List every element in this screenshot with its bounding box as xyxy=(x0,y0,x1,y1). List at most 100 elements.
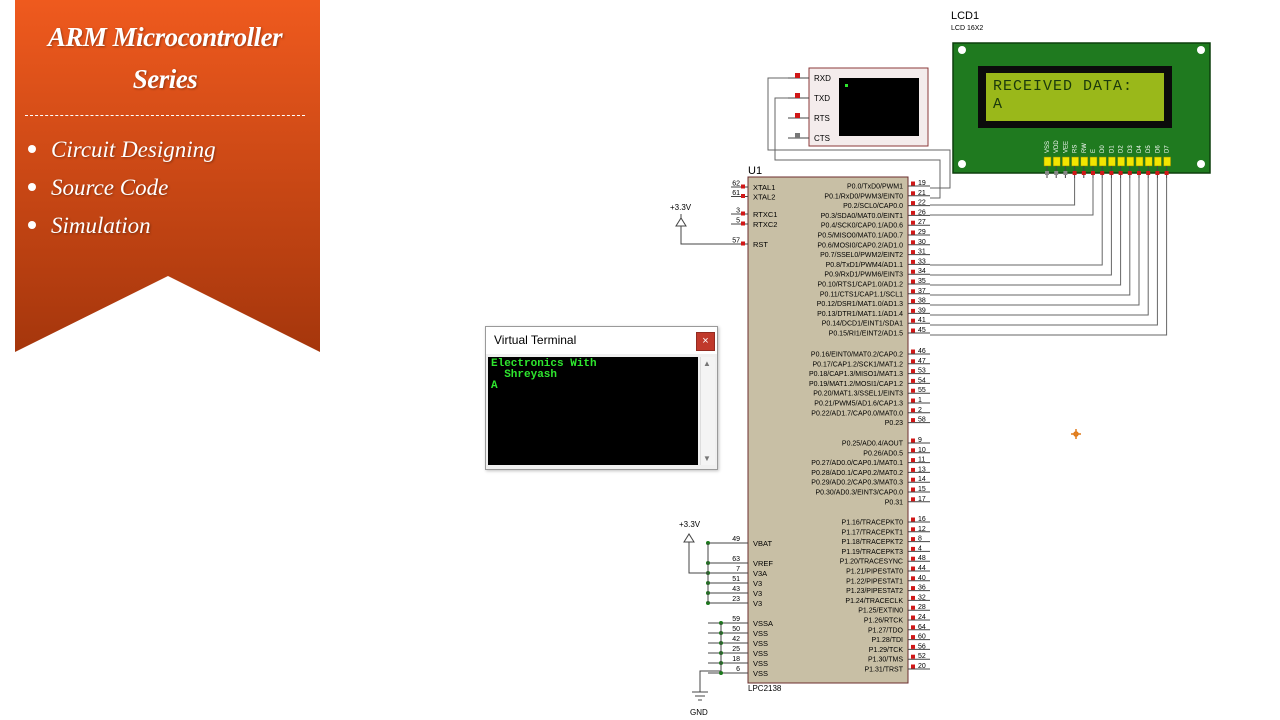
lcd-module[interactable] xyxy=(952,42,1211,174)
pin-name: V3 xyxy=(753,579,762,588)
pin-number: 17 xyxy=(918,496,926,503)
pin-name: P0.21/PWM5/AD1.6/CAP1.3 xyxy=(814,401,903,408)
pin-number: 18 xyxy=(732,656,740,663)
pin-marker xyxy=(911,654,915,659)
bullet-item: Source Code xyxy=(28,175,168,201)
bullet-dot-icon xyxy=(28,144,36,153)
pin-marker xyxy=(911,349,915,354)
pin-name: P0.28/AD0.1/CAP0.2/MAT0.2 xyxy=(811,470,903,477)
pin-name: P1.20/TRACESYNC xyxy=(840,559,903,566)
pin-number: 59 xyxy=(732,616,740,623)
pin-number: 37 xyxy=(918,288,926,295)
pin-name: P1.19/TRACEPKT3 xyxy=(842,549,904,556)
pin-marker xyxy=(911,328,915,333)
lcd-pin-name: D0 xyxy=(1100,145,1106,153)
lcd-mount-hole xyxy=(958,46,966,54)
pin-marker xyxy=(795,133,800,138)
pin-name: P0.2/SCL0/CAP0.0 xyxy=(843,203,903,210)
pin-marker xyxy=(911,318,915,323)
pin-number: 14 xyxy=(918,476,926,483)
pin-marker xyxy=(911,477,915,482)
bullet-dot-icon xyxy=(28,182,36,191)
pin-name: P0.22/AD1.7/CAP0.0/MAT0.0 xyxy=(811,410,903,417)
wire xyxy=(930,178,1149,316)
uart-wires xyxy=(767,77,951,199)
pin-name: RST xyxy=(753,240,768,249)
bullet-item: Simulation xyxy=(28,213,151,239)
pin-name: P0.19/MAT1.2/MOSI1/CAP1.2 xyxy=(809,381,903,388)
terminal-line: Shreyash xyxy=(491,369,558,381)
lcd-pin-name: D6 xyxy=(1155,145,1161,153)
pin-name: P0.9/RxD1/PWM6/EINT3 xyxy=(824,272,903,279)
pin-name: P1.22/PIPESTAT1 xyxy=(846,578,903,585)
lcd-pin-marker xyxy=(1137,171,1141,175)
lcd-pin-marker xyxy=(1045,171,1049,175)
mcu-part-label: LPC2138 xyxy=(748,684,782,693)
pin-name: P1.18/TRACEPKT2 xyxy=(842,539,904,546)
lcd-pin-pad xyxy=(1144,156,1153,167)
wire xyxy=(930,178,1103,266)
scroll-down-icon[interactable]: ▼ xyxy=(703,454,711,463)
scroll-up-icon[interactable]: ▲ xyxy=(703,359,711,368)
pin-number: 64 xyxy=(918,624,926,631)
pin-marker xyxy=(911,289,915,294)
bullet-label: Simulation xyxy=(51,213,151,238)
lcd-pin-name: D3 xyxy=(1128,145,1134,153)
pin-name: P1.21/PIPESTAT0 xyxy=(846,569,903,576)
lcd-pin-name: VDD xyxy=(1054,140,1060,153)
pin-name: P0.30/AD0.3/EINT3/CAP0.0 xyxy=(815,490,903,497)
pin-number: 61 xyxy=(732,190,740,197)
virtual-terminal-window[interactable]: Virtual Terminal × Electronics With Shre… xyxy=(485,326,718,470)
pin-marker xyxy=(741,194,745,198)
close-icon[interactable]: × xyxy=(696,332,715,351)
pin-name: P1.28/TDI xyxy=(871,637,903,644)
pin-number: 57 xyxy=(732,238,740,245)
pin-number: 24 xyxy=(918,614,926,621)
pin-number: 9 xyxy=(918,437,922,444)
pin-name: P1.30/TMS xyxy=(868,657,903,664)
pin-number: 27 xyxy=(918,219,926,226)
wire xyxy=(930,178,1140,306)
pin-name: P0.27/AD0.0/CAP0.1/MAT0.1 xyxy=(811,460,903,467)
pin-number: 50 xyxy=(732,626,740,633)
pin-name: VSS xyxy=(753,669,768,678)
virtual-terminal-component[interactable] xyxy=(808,67,929,147)
pin-name: VREF xyxy=(753,559,773,568)
pin-name: P0.8/TxD1/PWM4/AD1.1 xyxy=(826,262,904,269)
lcd-pin-marker xyxy=(1118,171,1123,175)
pin-number: 44 xyxy=(918,565,926,572)
terminal-line: A xyxy=(491,380,498,392)
pin-number: 52 xyxy=(918,653,926,660)
pin-number: 7 xyxy=(736,566,740,573)
pin-marker xyxy=(911,625,915,630)
pin-name: P0.7/SSEL0/PWM2/EINT2 xyxy=(820,252,903,259)
vertical-scrollbar[interactable]: ▲ ▼ xyxy=(700,357,715,465)
lpc2138-chip-body[interactable] xyxy=(747,176,909,684)
pin-number: 25 xyxy=(732,646,740,653)
pin-number: 31 xyxy=(918,249,926,256)
pin-number: 42 xyxy=(732,636,740,643)
pin-marker xyxy=(911,497,915,502)
pin-name: VBAT xyxy=(753,539,772,548)
series-banner: ARM Microcontroller Series Circuit Desig… xyxy=(0,0,320,352)
pin-number: 2 xyxy=(918,407,922,414)
pin-number: 8 xyxy=(918,536,922,543)
lcd-pin-name: RS xyxy=(1073,145,1079,153)
pin-marker xyxy=(911,220,915,225)
pin-number: 48 xyxy=(918,555,926,562)
pin-number: 47 xyxy=(918,358,926,365)
ground-rail xyxy=(692,623,722,701)
pin-number: 56 xyxy=(918,643,926,650)
virtual-terminal-titlebar[interactable]: Virtual Terminal × xyxy=(486,327,717,354)
banner-title-line2: Series xyxy=(132,64,198,94)
pin-marker xyxy=(795,93,800,98)
pin-name: P0.0/TxD0/PWM1 xyxy=(847,184,903,191)
pin-marker xyxy=(911,635,915,640)
lcd-pin-pad xyxy=(1080,156,1089,167)
pin-marker xyxy=(911,388,915,393)
pin-number: 55 xyxy=(918,387,926,394)
